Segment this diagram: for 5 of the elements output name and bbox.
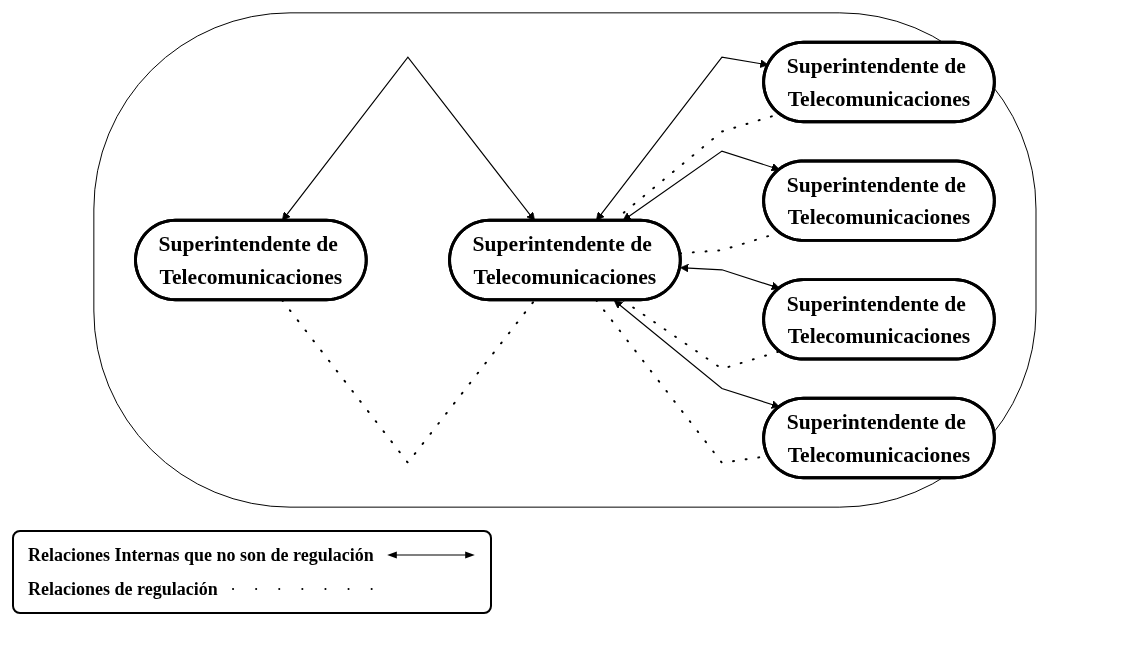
arrow xyxy=(679,263,780,291)
legend-text: Relaciones Internas que no son de regulación xyxy=(28,544,374,566)
legend-text: Relaciones de regulación xyxy=(28,578,218,600)
arrow xyxy=(613,300,780,409)
arrow xyxy=(622,150,780,221)
